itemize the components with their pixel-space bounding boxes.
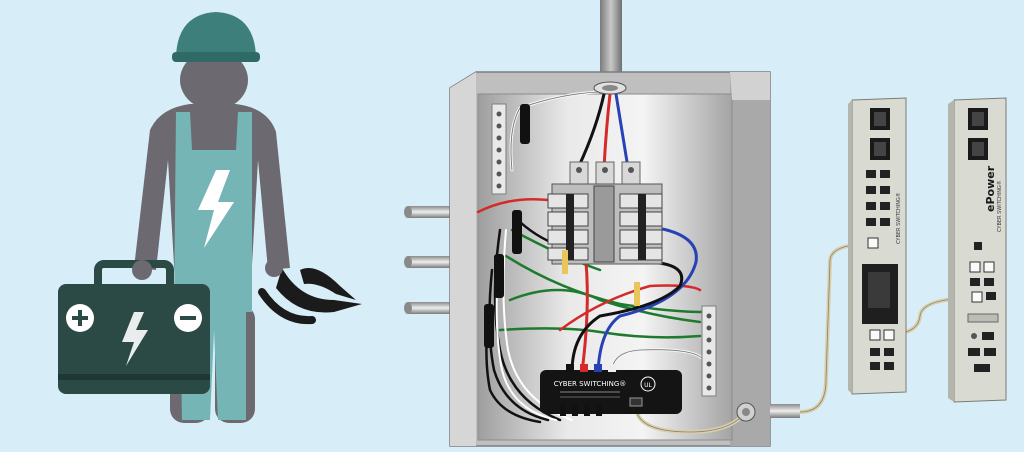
bus-stub-left (562, 250, 568, 274)
ethernet-port (867, 237, 879, 249)
ethernet-port (869, 329, 881, 341)
module-ethernet-port (629, 397, 643, 407)
pdu-device-left: CYBER SWITCHING® (848, 97, 907, 395)
breaker-panel (547, 183, 663, 265)
pliers-icon (258, 259, 362, 325)
worker-left-hand (132, 260, 152, 280)
electrician-figure (58, 12, 362, 423)
device-left-brand-label: CYBER SWITCHING® (895, 192, 902, 244)
main-lugs (569, 161, 641, 185)
lightning-bolt-icon (198, 170, 234, 248)
current-transformers (484, 104, 530, 348)
ground-bar-left (491, 103, 507, 195)
grommet-right (736, 402, 756, 422)
conduit-top (600, 0, 622, 90)
pdu-device-right: ePower CYBER SWITCHING® (948, 97, 1007, 403)
grommet-top (593, 81, 627, 95)
device-right-brand-title: ePower (984, 165, 997, 212)
ul-cert-label: UL (644, 382, 652, 389)
device-right-brand-sub: CYBER SWITCHING® (996, 180, 1003, 232)
ethernet-port (971, 291, 983, 303)
neutral-bar-right (701, 305, 717, 397)
bus-stub-right (634, 282, 640, 306)
conduit-right (770, 404, 800, 418)
ul-cert-mark (640, 376, 656, 392)
worker-head (180, 50, 248, 110)
hard-hat-brim (172, 52, 260, 62)
power-monitor-module: CYBER SWITCHING® UL (540, 364, 682, 416)
ethernet-port (969, 261, 981, 273)
ethernet-port (883, 329, 895, 341)
hard-hat-icon (176, 12, 256, 56)
toolbox-icon (58, 260, 210, 394)
ethernet-port (983, 261, 995, 273)
module-brand-label: CYBER SWITCHING® (554, 380, 627, 388)
